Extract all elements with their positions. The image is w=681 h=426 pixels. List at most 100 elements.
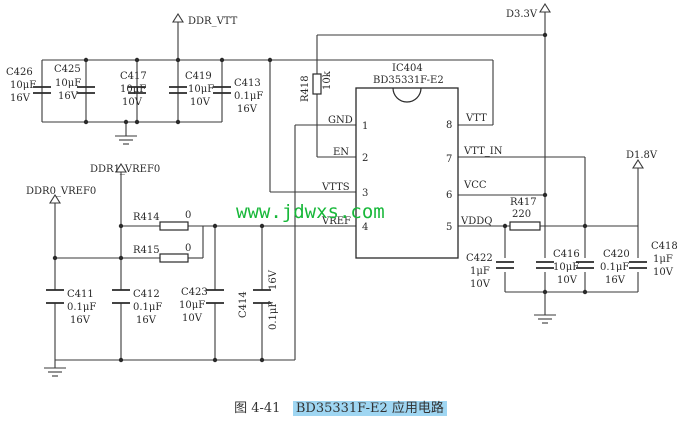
c419-ref: C419	[185, 71, 212, 82]
c426-ref: C426	[6, 67, 33, 78]
ground-symbol-top	[115, 135, 137, 145]
watermark-text: www.jdwxs.com	[236, 201, 385, 223]
c412-ref: C412	[133, 289, 160, 300]
c414-voltage: 16V	[268, 269, 279, 290]
figure-number: 图 4-41	[234, 401, 281, 416]
c422-value: 1μF	[470, 266, 490, 277]
capacitor-c422: C422 1μF 10V	[466, 253, 514, 290]
pin-num-3: 3	[362, 188, 368, 199]
pin-name-vtt: VTT	[465, 113, 487, 124]
c414-value: 0.1μF	[268, 301, 279, 330]
capacitor-c413: C413 0.1μF 16V	[213, 78, 263, 115]
c419-voltage: 10V	[190, 97, 211, 108]
c416-voltage: 10V	[557, 275, 578, 286]
r418-value: 10k	[322, 70, 333, 90]
c414-ref: C414	[238, 291, 249, 318]
c422-ref: C422	[466, 253, 493, 264]
c423-ref: C423	[181, 287, 208, 298]
r414-ref: R414	[133, 212, 160, 223]
c411-value: 0.1μF	[67, 302, 96, 313]
power-arrow-ddr1-vref: DDR1_VREF0	[90, 162, 160, 175]
power-arrow-d33v: D3.3V	[506, 2, 551, 20]
net-ddr1-vref-label: DDR1_VREF0	[90, 164, 160, 175]
power-arrow-ddr0-vref: DDR0_VREF0	[26, 186, 96, 204]
power-arrow-ddr-vtt: DDR_VTT	[172, 12, 238, 27]
capacitor-c419: C419 10μF 10V	[169, 71, 214, 108]
pin-name-vddq: VDDQ	[460, 216, 492, 227]
c426-voltage: 16V	[10, 93, 31, 104]
c418-value: 1μF	[653, 254, 673, 265]
capacitor-c418: C418 1μF 10V	[629, 241, 678, 278]
c416-ref: C416	[553, 249, 580, 260]
capacitor-c412: C412 0.1μF 16V	[112, 289, 162, 326]
pin-num-4: 4	[362, 222, 368, 233]
c420-value: 0.1μF	[600, 262, 629, 273]
net-d18v-label: D1.8V	[626, 150, 658, 161]
c413-ref: C413	[234, 78, 261, 89]
c416-value: 10μF	[553, 262, 579, 273]
pin-name-vcc: VCC	[463, 180, 487, 191]
pin-num-1: 1	[362, 121, 368, 132]
c425-ref: C425	[54, 64, 81, 75]
figure-title: BD35331F-E2 应用电路	[292, 401, 447, 416]
c413-voltage: 16V	[237, 104, 258, 115]
figure-caption: 图 4-41 BD35331F-E2 应用电路	[0, 397, 681, 416]
r417-value: 220	[512, 209, 531, 220]
c418-ref: C418	[651, 241, 678, 252]
c411-voltage: 16V	[70, 315, 91, 326]
c425-value: 10μF	[55, 78, 81, 89]
pin-num-5: 5	[446, 222, 452, 233]
power-arrow-d18v: D1.8V	[626, 150, 658, 169]
c423-value: 10μF	[179, 300, 205, 311]
capacitor-c425: C425 10μF 16V	[54, 64, 95, 102]
junction-dots	[52, 32, 588, 363]
c417-voltage: 10V	[122, 97, 143, 108]
ic-part-label: BD35331F-E2	[373, 75, 444, 86]
pin-name-vtt-in: VTT_IN	[463, 146, 503, 157]
c418-voltage: 10V	[653, 267, 674, 278]
resistor-r414: R414 0	[133, 210, 191, 231]
ground-symbol-right	[534, 314, 556, 324]
ground-symbol-left	[44, 367, 66, 377]
capacitor-c426: C426 10μF 16V	[6, 67, 51, 104]
r418-ref: R418	[300, 75, 311, 102]
c411-ref: C411	[67, 289, 94, 300]
c417-ref: C417	[120, 71, 147, 82]
capacitor-c416: C416 10μF 10V	[536, 249, 580, 286]
net-ddr0-vref-label: DDR0_VREF0	[26, 186, 96, 197]
resistor-r417: R417 220	[509, 197, 541, 231]
capacitor-c417: C417 10μF 10V	[120, 71, 147, 108]
c422-voltage: 10V	[470, 279, 491, 290]
c420-ref: C420	[603, 249, 630, 260]
pin-name-vtts: VTTS	[321, 182, 350, 193]
ic404-chip: IC404 BD35331F-E2 GND 1 EN 2 VTTS 3 VREF…	[321, 63, 503, 259]
pin-name-vref: VREF	[321, 216, 351, 227]
resistor-r415: R415 0	[133, 243, 191, 263]
capacitor-c411: C411 0.1μF 16V	[46, 289, 96, 326]
c426-value: 10μF	[10, 80, 36, 91]
resistor-r418: R418 10k	[300, 70, 333, 102]
pin-name-gnd: GND	[328, 115, 353, 126]
c412-voltage: 16V	[136, 315, 157, 326]
c419-value: 10μF	[188, 84, 214, 95]
c413-value: 0.1μF	[234, 91, 263, 102]
r415-ref: R415	[133, 245, 160, 256]
c417-value: 10μF	[120, 84, 146, 95]
r417-ref: R417	[510, 197, 537, 208]
pin-num-8: 8	[446, 120, 452, 131]
pin-num-7: 7	[446, 154, 452, 165]
r414-value: 0	[185, 210, 191, 221]
c420-voltage: 16V	[605, 275, 626, 286]
net-d33v-label: D3.3V	[506, 9, 538, 20]
capacitor-c414: C414 0.1μF 16V	[238, 269, 279, 330]
capacitor-c420: C420 0.1μF 16V	[576, 249, 630, 286]
wires	[41, 12, 639, 368]
c425-voltage: 16V	[58, 91, 79, 102]
pin-name-en: EN	[333, 147, 349, 158]
c423-voltage: 10V	[182, 313, 203, 324]
capacitor-c423: C423 10μF 10V	[179, 287, 224, 324]
pin-num-6: 6	[446, 190, 452, 201]
ic-ref-label: IC404	[392, 63, 423, 74]
net-ddr-vtt-label: DDR_VTT	[188, 16, 238, 27]
